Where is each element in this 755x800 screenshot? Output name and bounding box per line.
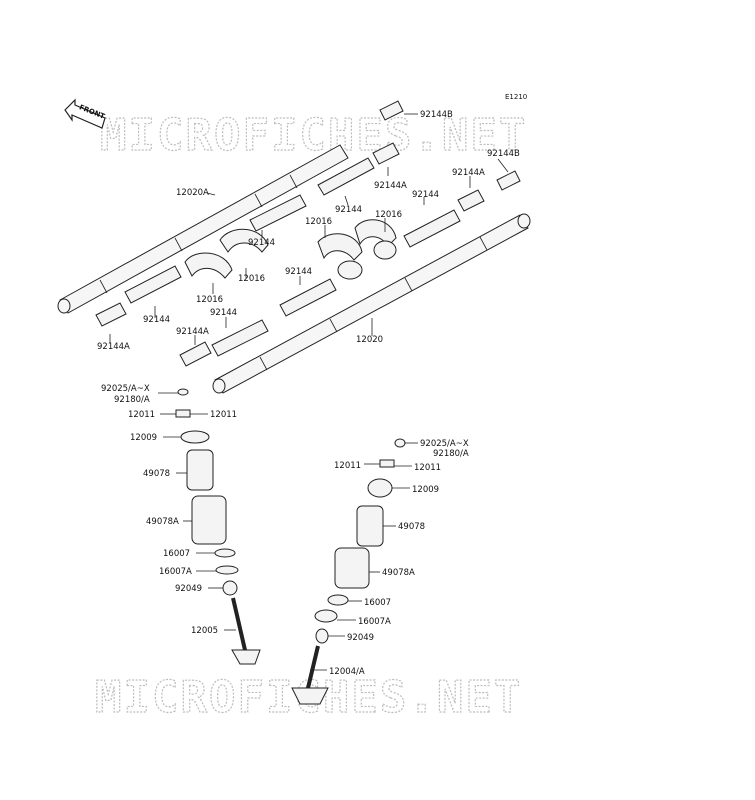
label-12011: 12011	[210, 410, 237, 420]
rocker-shaft-upper	[57, 144, 349, 314]
label-92144A: 92144A	[97, 342, 130, 352]
label-16007A: 16007A	[358, 617, 391, 627]
label-16007: 16007	[364, 598, 391, 608]
label-92144B: 92144B	[487, 149, 520, 159]
label-92144: 92144	[412, 190, 439, 200]
label-12005: 12005	[191, 626, 218, 636]
valve-assembly-left	[175, 388, 261, 665]
label-92144A: 92144A	[176, 327, 209, 337]
label-92025-right: 92025/A~X	[420, 439, 469, 449]
label-92144: 92144	[285, 267, 312, 277]
label-12016: 12016	[305, 217, 332, 227]
shaft-springs	[95, 100, 521, 367]
label-16007: 16007	[163, 549, 190, 559]
watermark-top: MICROFICHES.NET	[100, 110, 527, 161]
front-arrow-icon: FRONT	[64, 98, 106, 129]
label-12009: 12009	[412, 485, 439, 495]
label-92049: 92049	[347, 633, 374, 643]
part-labels: 92144B 92144B 92144A 92144A 12020A 92144…	[97, 110, 520, 677]
label-49078: 49078	[143, 469, 170, 479]
label-12020: 12020	[356, 335, 383, 345]
label-92144: 92144	[210, 308, 237, 318]
label-92144A: 92144A	[374, 181, 407, 191]
label-49078: 49078	[398, 522, 425, 532]
rocker-arms	[184, 219, 397, 280]
label-92144: 92144	[248, 238, 275, 248]
label-92180-left: 92180/A	[114, 395, 150, 405]
label-12011: 12011	[128, 410, 155, 420]
label-12011: 12011	[414, 463, 441, 473]
label-12004: 12004/A	[329, 667, 365, 677]
label-92144: 92144	[335, 205, 362, 215]
label-92144: 92144	[143, 315, 170, 325]
label-12011: 12011	[334, 461, 361, 471]
valve-assembly-right	[291, 438, 406, 705]
label-12020A: 12020A	[176, 188, 209, 198]
label-92049: 92049	[175, 584, 202, 594]
label-92180-right: 92180/A	[433, 449, 469, 459]
diagram-code: E1210	[505, 93, 527, 101]
label-92025-left: 92025/A~X	[101, 384, 150, 394]
label-12016: 12016	[196, 295, 223, 305]
label-49078A: 49078A	[146, 517, 179, 527]
label-12009: 12009	[130, 433, 157, 443]
label-92144A: 92144A	[452, 168, 485, 178]
rocker-shaft-lower	[212, 213, 531, 394]
label-49078A: 49078A	[382, 568, 415, 578]
label-16007A: 16007A	[159, 567, 192, 577]
label-12016: 12016	[238, 274, 265, 284]
label-92144B: 92144B	[420, 110, 453, 120]
label-12016: 12016	[375, 210, 402, 220]
leader-lines	[109, 113, 509, 671]
